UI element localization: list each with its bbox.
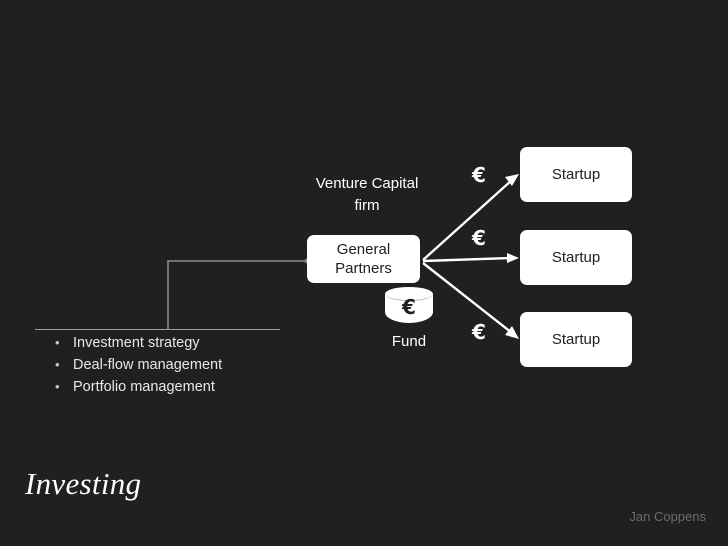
list-item: • Investment strategy [55, 332, 315, 354]
bullet-dot-icon: • [55, 379, 60, 394]
startup-box-3: Startup [520, 312, 632, 367]
bullet-list: • Investment strategy • Deal-flow manage… [55, 332, 315, 398]
fund-cylinder: € [385, 287, 433, 327]
startup-box-2: Startup [520, 230, 632, 285]
general-partners-box: General Partners [307, 235, 420, 283]
venture-capital-firm-label: Venture Capital firm [315, 175, 419, 214]
bullet-dot-icon: • [55, 335, 60, 350]
euro-icon: € [472, 163, 486, 187]
bullet-divider [35, 329, 280, 330]
euro-icon: € [472, 320, 486, 344]
euro-icon: € [402, 295, 416, 319]
cylinder-top [385, 287, 433, 301]
author-credit: Jan Coppens [629, 509, 706, 524]
fund-label: Fund [391, 333, 427, 350]
list-item: • Deal-flow management [55, 354, 315, 376]
bullet-dot-icon: • [55, 357, 60, 372]
list-item: • Portfolio management [55, 376, 315, 398]
list-item-label: Investment strategy [73, 335, 200, 351]
list-item-label: Deal-flow management [73, 357, 223, 373]
startup-box-1: Startup [520, 147, 632, 202]
page-title: Investing [25, 466, 142, 501]
list-item-label: Portfolio management [73, 379, 215, 395]
euro-icon: € [472, 226, 486, 250]
